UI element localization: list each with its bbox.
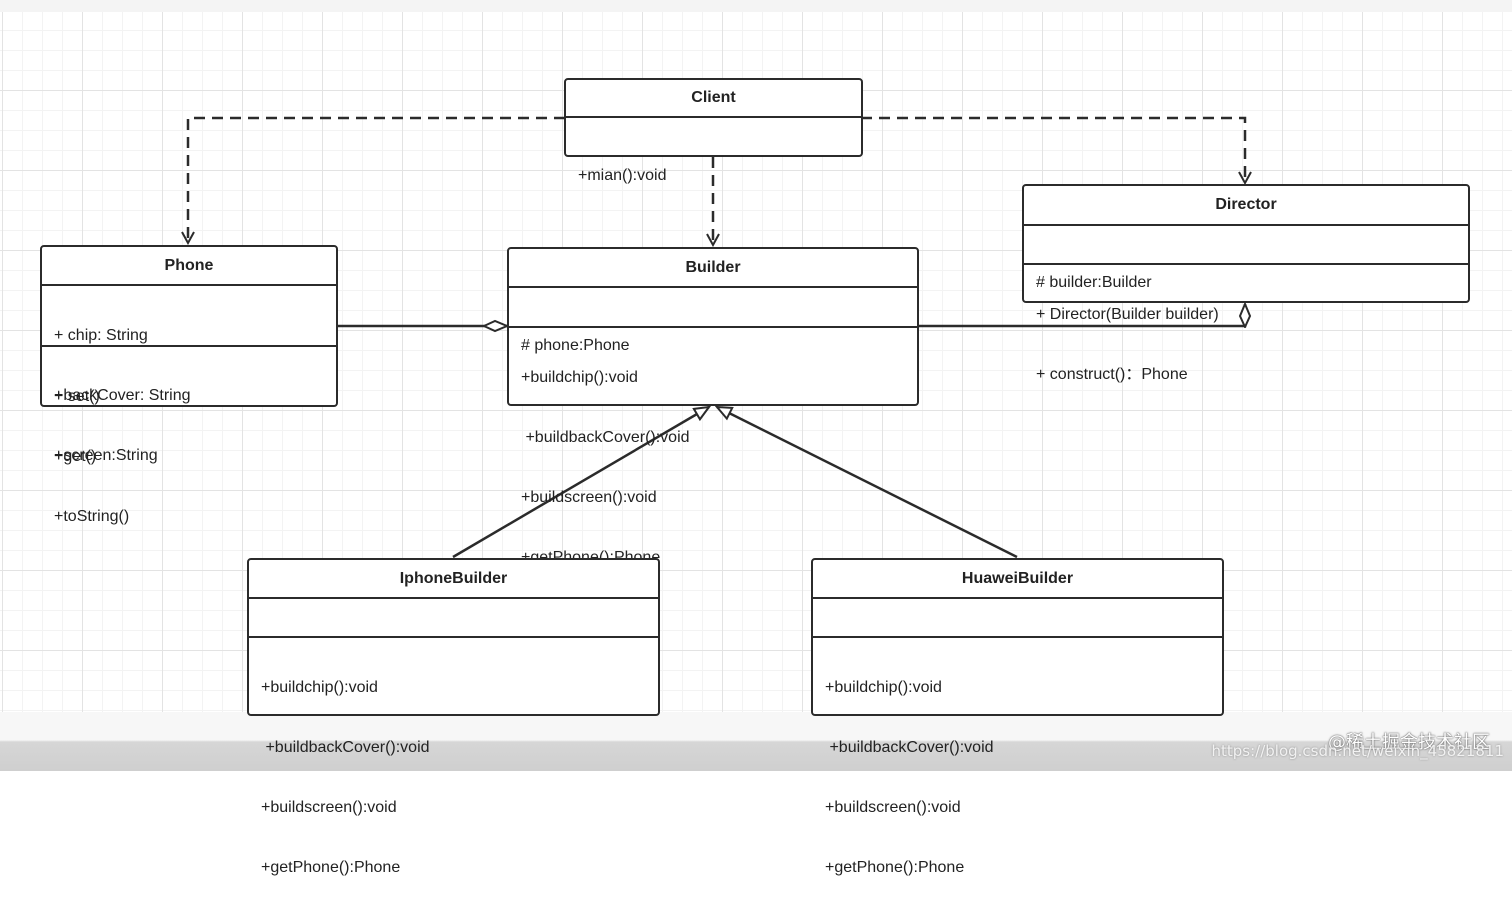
method-line: +getPhone():Phone xyxy=(825,859,965,876)
class-director-attributes: # builder:Builder xyxy=(1024,226,1468,291)
bottom-bar xyxy=(0,712,1512,771)
method-line: +get() xyxy=(54,448,97,465)
class-builder-attributes: # phone:Phone xyxy=(509,288,917,354)
method-line: +buildchip():void xyxy=(261,679,378,696)
method-line: +toString() xyxy=(54,508,130,525)
class-builder-name: Builder xyxy=(509,249,917,288)
top-strip xyxy=(0,0,1512,12)
class-iphone-builder-attributes xyxy=(249,599,658,638)
method-line: + construct()：Phone xyxy=(1036,366,1188,383)
watermark-csdn-url: https://blog.csdn.net/weixin_45821811 xyxy=(1211,742,1504,760)
class-huawei-builder-name: HuaweiBuilder xyxy=(813,560,1222,599)
class-director[interactable]: Director # builder:Builder + Director(Bu… xyxy=(1022,184,1470,383)
method-line: +mian():void xyxy=(578,167,667,184)
class-client-methods: +mian():void xyxy=(566,118,861,226)
attribute-line: +backCover: String xyxy=(54,387,191,404)
method-line: +buildbackCover():void xyxy=(825,739,994,756)
method-line: + set() xyxy=(54,388,100,405)
class-client-name: Client xyxy=(566,80,861,118)
class-phone-name: Phone xyxy=(42,247,336,286)
class-iphone-builder-name: IphoneBuilder xyxy=(249,560,658,599)
class-iphone-builder-methods: +buildchip():void +buildbackCover():void… xyxy=(249,638,658,918)
method-line: +getPhone():Phone xyxy=(261,859,401,876)
class-phone-methods: + set() +get() +toString() xyxy=(42,347,336,567)
class-phone[interactable]: Phone + chip: String +backCover: String … xyxy=(40,245,338,525)
class-builder[interactable]: Builder # phone:Phone +buildchip():void … xyxy=(507,247,919,566)
class-iphone-builder[interactable]: IphoneBuilder +buildchip():void +buildba… xyxy=(247,558,660,876)
method-line: +buildbackCover():void xyxy=(521,429,690,446)
method-line: +buildscreen():void xyxy=(521,489,657,506)
method-line: +buildscreen():void xyxy=(261,799,397,816)
class-phone-attributes: + chip: String +backCover: String +scree… xyxy=(42,286,336,464)
class-huawei-builder-methods: +buildchip():void +buildbackCover():void… xyxy=(813,638,1222,918)
attribute-line: # phone:Phone xyxy=(521,337,630,354)
attribute-line: # builder:Builder xyxy=(1036,274,1152,291)
class-huawei-builder[interactable]: HuaweiBuilder +buildchip():void +buildba… xyxy=(811,558,1224,876)
attribute-line: + chip: String xyxy=(54,327,148,344)
method-line: +buildchip():void xyxy=(521,369,638,386)
method-line: +buildscreen():void xyxy=(825,799,961,816)
watermark-juejin: @稀土掘金技术社区 xyxy=(1328,732,1490,753)
method-line: + Director(Builder builder) xyxy=(1036,306,1219,323)
class-director-methods: + Director(Builder builder) + construct(… xyxy=(1024,265,1468,425)
class-client[interactable]: Client +mian():void xyxy=(564,78,863,184)
class-director-name: Director xyxy=(1024,186,1468,226)
class-huawei-builder-attributes xyxy=(813,599,1222,638)
method-line: +buildchip():void xyxy=(825,679,942,696)
method-line: +buildbackCover():void xyxy=(261,739,430,756)
attribute-line: +screen:String xyxy=(54,447,158,464)
